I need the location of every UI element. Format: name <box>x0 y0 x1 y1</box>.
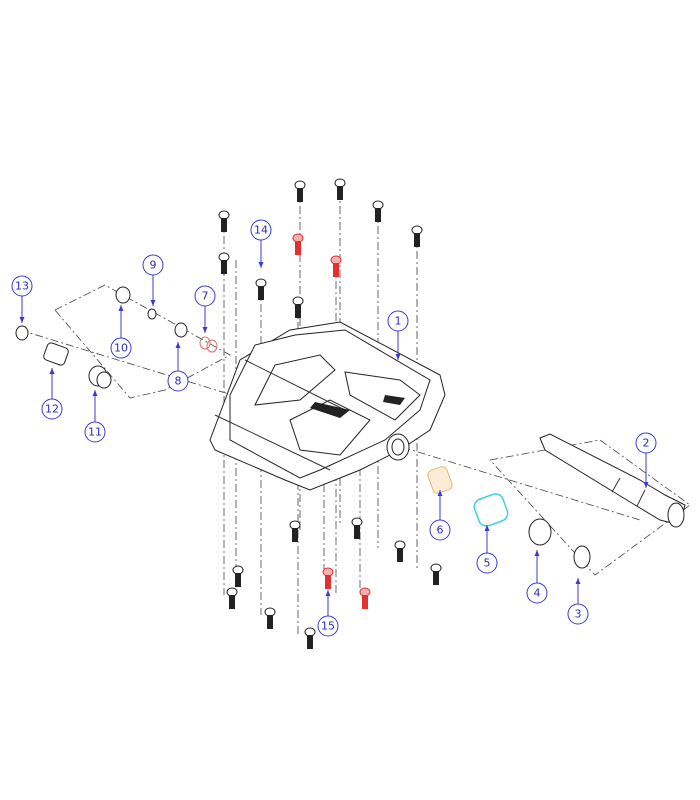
arrow-icon <box>118 305 124 311</box>
callout-label: 1 <box>395 315 402 328</box>
pin-screw <box>411 225 423 247</box>
callout-13: 13 <box>11 275 33 323</box>
callout-label: 13 <box>15 280 29 293</box>
part-9-washer <box>147 308 157 320</box>
pedal-body <box>209 321 446 491</box>
pin-screw <box>430 563 442 585</box>
part-2-spindle <box>539 433 686 528</box>
callout-14: 14 <box>250 219 272 268</box>
callout-8: 8 <box>167 342 189 392</box>
arrow-icon <box>49 368 55 374</box>
callout-label: 10 <box>114 342 128 355</box>
pin-screw <box>226 587 238 609</box>
pin-screw <box>294 180 306 202</box>
pin-screw <box>334 178 346 200</box>
arrow-icon <box>19 317 25 323</box>
pin-screw <box>232 565 244 587</box>
callout-15: 15 <box>317 590 339 637</box>
part-8-washer <box>174 322 188 338</box>
callout-10: 10 <box>110 305 132 359</box>
callout-label: 4 <box>534 587 541 600</box>
callout-label: 14 <box>254 224 268 237</box>
pin-screw <box>304 627 316 649</box>
callout-12: 12 <box>41 368 63 420</box>
callout-label: 12 <box>45 403 59 416</box>
callout-9: 9 <box>142 254 164 306</box>
arrow-icon <box>202 327 208 333</box>
callout-1: 1 <box>387 310 409 360</box>
pin-screw <box>289 520 301 542</box>
callout-label: 3 <box>575 608 582 621</box>
arrow-icon <box>643 482 649 488</box>
callout-label: 8 <box>175 375 182 388</box>
pin-screw <box>394 540 406 562</box>
red-screw-15 <box>330 255 342 277</box>
red-screw-15 <box>359 587 371 609</box>
part-3-ring <box>573 545 591 569</box>
parts-right <box>427 433 686 569</box>
pin-screw <box>218 252 230 274</box>
pin-screw <box>351 517 363 539</box>
arrow-icon <box>150 300 156 306</box>
arrow-icon <box>325 590 331 596</box>
arrow-icon <box>258 262 264 268</box>
callout-3: 3 <box>567 578 589 625</box>
pin-screw <box>218 210 230 232</box>
callout-label: 5 <box>484 557 491 570</box>
arrow-icon <box>92 390 98 396</box>
arrow-icon <box>175 342 181 348</box>
pin-screw <box>264 607 276 629</box>
callout-label: 7 <box>202 290 209 303</box>
callout-label: 2 <box>643 437 650 450</box>
pin-screw <box>255 278 267 300</box>
red-screw-15 <box>292 233 304 255</box>
arrow-icon <box>395 354 401 360</box>
callout-label: 11 <box>88 426 102 439</box>
pin-screw <box>292 296 304 318</box>
part-4-seal <box>528 518 552 546</box>
part-5-sleeve <box>473 493 509 527</box>
arrow-icon <box>484 525 490 531</box>
part-13-nut <box>15 325 29 341</box>
callout-11: 11 <box>84 390 106 443</box>
callout-4: 4 <box>526 550 548 604</box>
callout-7: 7 <box>194 285 216 333</box>
part-7-oring <box>199 336 211 350</box>
part-12-cap <box>43 342 69 366</box>
arrow-icon <box>575 578 581 584</box>
pin-screw <box>372 200 384 222</box>
part-6-bushing <box>427 466 453 494</box>
parts-left <box>15 286 218 389</box>
callout-2: 2 <box>635 432 657 488</box>
callout-label: 9 <box>150 259 157 272</box>
part-10-bearing <box>115 286 131 304</box>
callout-label: 15 <box>321 620 335 633</box>
arrow-icon <box>534 550 540 556</box>
screws <box>218 178 442 649</box>
arrow-icon <box>437 490 443 496</box>
red-screw-15 <box>322 567 334 589</box>
callout-6: 6 <box>429 490 451 541</box>
callout-label: 6 <box>437 524 444 537</box>
callout-5: 5 <box>476 525 498 574</box>
